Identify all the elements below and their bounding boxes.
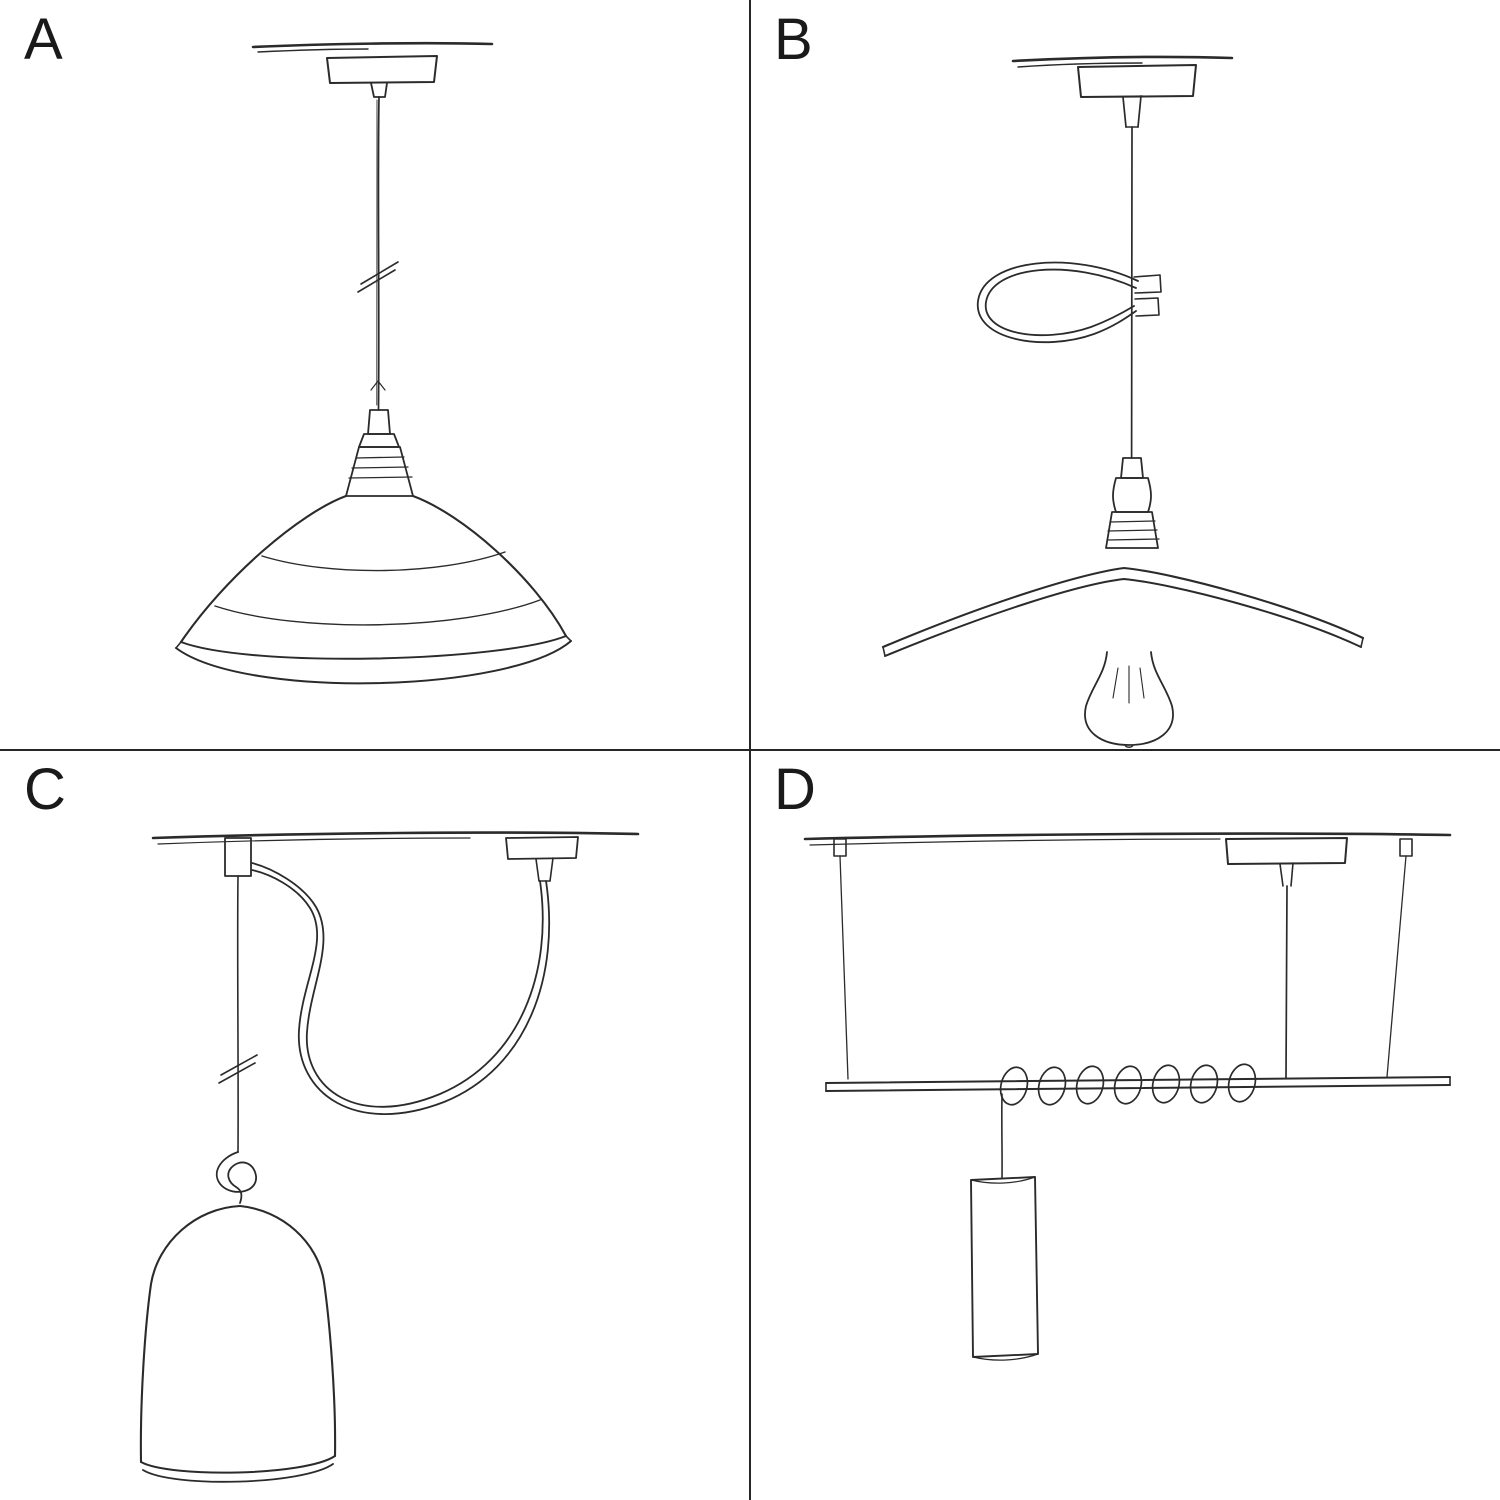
ceiling-rose xyxy=(1225,837,1348,1079)
pendant-flat-shade-bulb-sketch xyxy=(881,55,1365,748)
right-suspension-wire xyxy=(1386,838,1413,1078)
swag-pendant-bell-shade-sketch xyxy=(139,831,640,1483)
coiled-cable xyxy=(999,1063,1257,1106)
pendant-cord xyxy=(357,96,399,411)
quadrant-d: D xyxy=(750,750,1500,1500)
cable-loop xyxy=(977,261,1139,344)
ceiling-line xyxy=(151,831,640,845)
drop-cord xyxy=(218,875,258,1153)
suspended-bar-tube-shade-sketch xyxy=(803,832,1452,1361)
quadrant-b: B xyxy=(750,0,1500,750)
cable-hook-clip xyxy=(1133,274,1162,317)
quadrant-label-b: B xyxy=(774,7,814,72)
quadrant-label-c: C xyxy=(24,757,67,822)
quadrant-label-d: D xyxy=(774,757,817,822)
lamp-holder xyxy=(1105,457,1160,549)
ceiling-rose xyxy=(1077,64,1197,128)
ceiling-line xyxy=(251,41,494,53)
ceiling-line xyxy=(1011,55,1234,68)
bistro-shade xyxy=(175,494,572,685)
lamp-holder xyxy=(345,409,414,497)
pendant-bistro-shade-sketch xyxy=(175,41,572,685)
flat-plate-shade xyxy=(881,566,1365,657)
ceiling-rose xyxy=(505,836,579,882)
quadrant-a: A xyxy=(0,0,750,750)
swag-anchor xyxy=(224,837,252,877)
quadrant-c: C xyxy=(0,750,750,1500)
ceiling-rose xyxy=(326,55,438,98)
light-bulb xyxy=(1084,651,1174,748)
quadrant-label-a: A xyxy=(24,7,64,72)
horizontal-divider xyxy=(0,749,1500,751)
left-suspension-wire xyxy=(833,838,849,1080)
horizontal-bar xyxy=(825,1076,1451,1092)
ceiling-line xyxy=(803,832,1452,846)
tube-shade xyxy=(970,1176,1039,1361)
swag-cable xyxy=(251,862,550,1115)
bell-shade xyxy=(139,1204,337,1483)
cord-knot xyxy=(216,1151,257,1204)
